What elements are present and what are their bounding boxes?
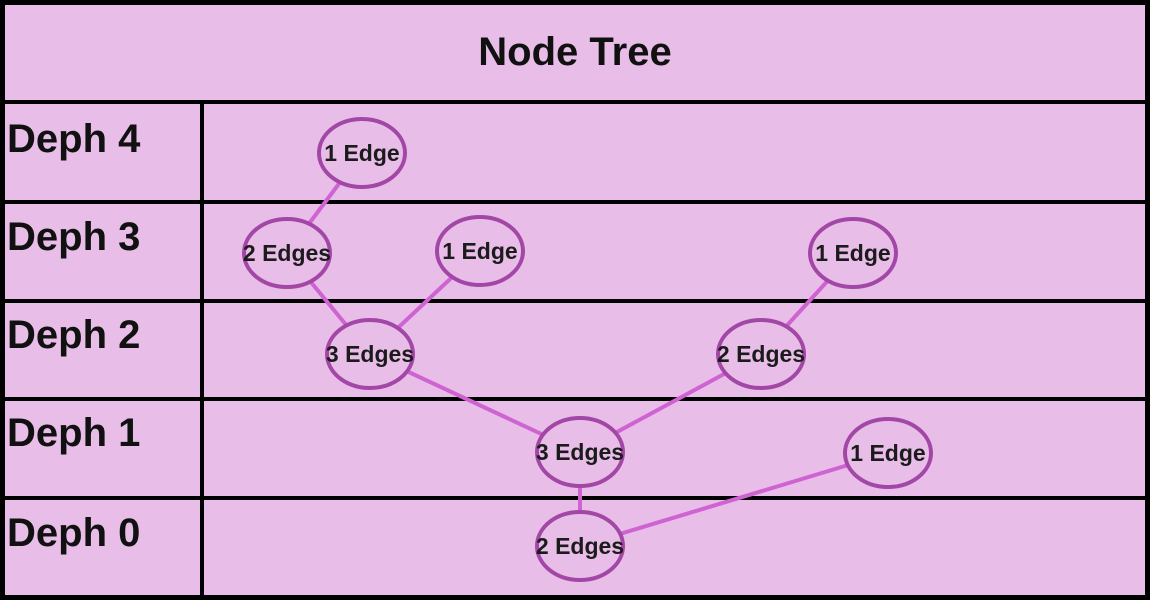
row-label-depth-3: Deph 3	[7, 215, 141, 259]
row-separator	[5, 496, 1145, 500]
node-ellipse	[808, 217, 898, 289]
row-label-depth-0: Deph 0	[7, 511, 141, 555]
node-label: 3 Edges	[326, 341, 414, 367]
node-label: 1 Edge	[442, 238, 517, 264]
tree-node-d1-b: 1 Edge	[843, 417, 933, 489]
tree-node-d2-a: 3 Edges	[325, 318, 415, 390]
row-label-depth-4: Deph 4	[7, 117, 141, 161]
node-label: 2 Edges	[717, 341, 805, 367]
tree-node-d2-b: 2 Edges	[716, 318, 806, 390]
node-label: 1 Edge	[815, 240, 890, 266]
node-ellipse	[242, 217, 332, 289]
row-label-depth-2: Deph 2	[7, 313, 141, 357]
tree-node-d3-c: 1 Edge	[808, 217, 898, 289]
node-ellipse	[535, 416, 625, 488]
nodes-layer: 1 Edge 2 Edges 1 Edge 1 Edge 3 Edges 2 Edges 3…	[242, 117, 933, 582]
node-label: 3 Edges	[536, 439, 624, 465]
row-label-depth-1: Deph 1	[7, 411, 141, 455]
tree-node-d4-a: 1 Edge	[317, 117, 407, 189]
tree-node-d0-a: 2 Edges	[535, 510, 625, 582]
edge-d1-b-d0-a	[579, 451, 889, 548]
label-column-separator	[200, 100, 204, 600]
diagram-title: Node Tree	[5, 5, 1145, 104]
node-ellipse	[716, 318, 806, 390]
tree-node-d3-b: 1 Edge	[435, 215, 525, 287]
node-ellipse	[325, 318, 415, 390]
row-separator	[5, 397, 1145, 401]
tree-node-d3-a: 2 Edges	[242, 217, 332, 289]
node-label: 1 Edge	[850, 440, 925, 466]
node-label: 1 Edge	[324, 140, 399, 166]
tree-node-d1-a: 3 Edges	[535, 416, 625, 488]
node-ellipse	[843, 417, 933, 489]
row-separator	[5, 299, 1145, 303]
node-label: 2 Edges	[243, 240, 331, 266]
node-label: 2 Edges	[536, 533, 624, 559]
node-ellipse	[317, 117, 407, 189]
node-ellipse	[435, 215, 525, 287]
row-separator	[5, 200, 1145, 204]
node-ellipse	[535, 510, 625, 582]
